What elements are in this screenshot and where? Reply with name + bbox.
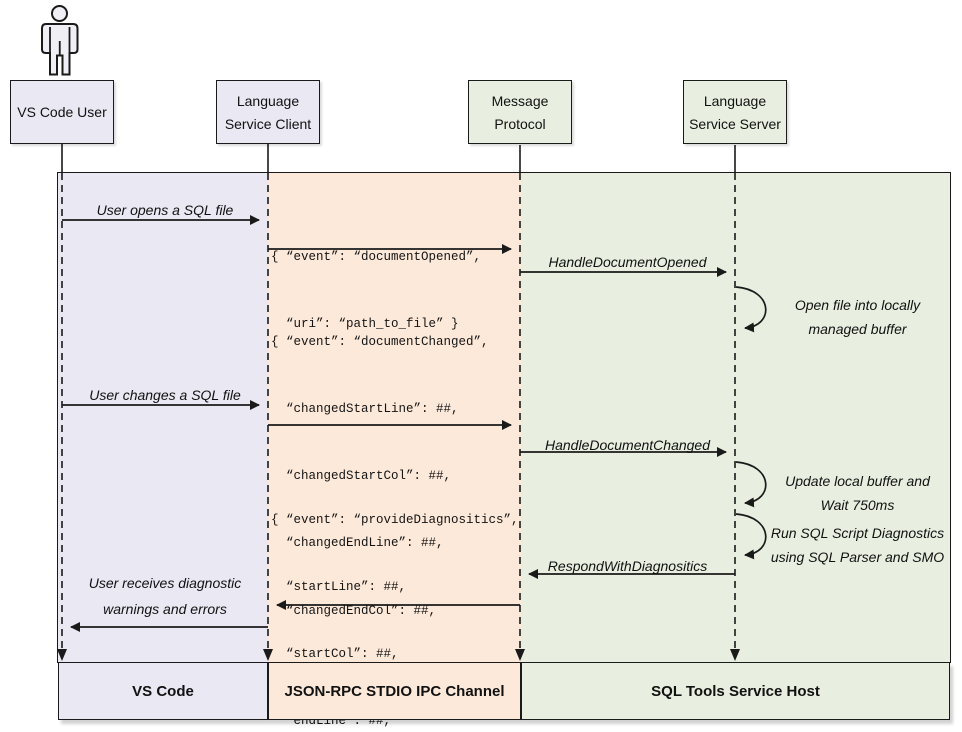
payload-document-opened: { “event”: “documentOpened”, “uri”: “pat… bbox=[271, 249, 482, 332]
footer-box-vscode: VS Code bbox=[58, 662, 268, 720]
label-user-changes: User changes a SQL file bbox=[89, 387, 241, 403]
actor-label: Service Server bbox=[689, 115, 781, 132]
person-icon bbox=[41, 5, 79, 76]
actor-label: Protocol bbox=[494, 115, 546, 132]
self-loop-run-diagnostics bbox=[735, 513, 767, 560]
actor-label: Service Client bbox=[224, 115, 312, 132]
actor-box-message-protocol: Message Protocol bbox=[468, 80, 572, 144]
actor-label: Language bbox=[703, 92, 767, 109]
actor-box-language-service-server: Language Service Server bbox=[683, 80, 787, 144]
self-loop-update-buffer bbox=[735, 461, 767, 508]
footer-box-sql-tools-service-host: SQL Tools Service Host bbox=[521, 662, 950, 720]
actor-box-vscode-user: VS Code User bbox=[10, 80, 114, 144]
lane-vscode bbox=[58, 173, 268, 662]
lane-ipc-channel bbox=[268, 173, 521, 662]
label-respond-with-diagnostics: RespondWithDiagnositics bbox=[547, 558, 708, 574]
label-user-receives: User receives diagnostic warnings and er… bbox=[88, 575, 242, 617]
label-user-opens: User opens a SQL file bbox=[96, 202, 234, 218]
label-handle-document-opened: HandleDocumentOpened bbox=[548, 254, 707, 270]
actor-label: Language bbox=[236, 92, 300, 109]
self-loop-open-file bbox=[735, 286, 767, 333]
lifeline-end-arrows bbox=[57, 649, 740, 661]
actor-box-language-service-client: Language Service Client bbox=[216, 80, 320, 144]
lifeline-stubs bbox=[61, 144, 736, 172]
actor-label: VS Code User bbox=[17, 104, 107, 120]
actor-label: Message bbox=[491, 92, 549, 109]
note-open-file: Open file into locally managed buffer bbox=[794, 297, 921, 337]
note-update-wait: Update local buffer and Wait 750ms bbox=[785, 473, 930, 513]
note-run-diagnostics: Run SQL Script Diagnostics using SQL Par… bbox=[770, 525, 945, 565]
footer-box-ipc-channel: JSON-RPC STDIO IPC Channel bbox=[268, 662, 521, 720]
label-handle-document-changed: HandleDocumentChanged bbox=[545, 437, 710, 453]
